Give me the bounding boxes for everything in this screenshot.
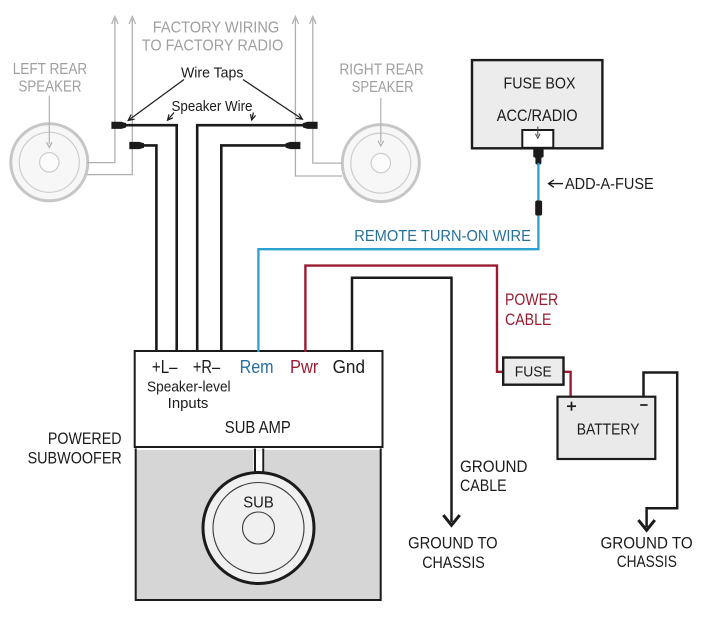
svg-text:ACC/RADIO: ACC/RADIO: [497, 107, 578, 125]
svg-text:Inputs: Inputs: [168, 396, 209, 412]
svg-text:+L–: +L–: [152, 357, 178, 377]
svg-text:GROUND TO: GROUND TO: [600, 535, 692, 553]
svg-text:ADD-A-FUSE: ADD-A-FUSE: [565, 176, 654, 193]
svg-text:CHASSIS: CHASSIS: [422, 554, 485, 572]
svg-text:Speaker Wire: Speaker Wire: [172, 98, 253, 115]
svg-text:POWER: POWER: [505, 290, 558, 309]
svg-text:FACTORY WIRING: FACTORY WIRING: [153, 20, 280, 37]
svg-text:TO FACTORY RADIO: TO FACTORY RADIO: [142, 38, 284, 55]
svg-text:FUSE: FUSE: [515, 365, 552, 381]
svg-text:CABLE: CABLE: [460, 476, 507, 495]
svg-text:Pwr: Pwr: [290, 357, 318, 377]
svg-text:REMOTE TURN-ON WIRE: REMOTE TURN-ON WIRE: [354, 228, 531, 245]
svg-text:Gnd: Gnd: [333, 357, 365, 377]
svg-text:SPEAKER: SPEAKER: [19, 78, 82, 95]
svg-text:SUBWOOFER: SUBWOOFER: [28, 450, 122, 468]
svg-text:LEFT REAR: LEFT REAR: [13, 61, 88, 78]
svg-text:GROUND TO: GROUND TO: [408, 535, 498, 553]
svg-text:Rem: Rem: [240, 357, 274, 377]
svg-text:Wire Taps: Wire Taps: [181, 65, 244, 82]
svg-text:RIGHT REAR: RIGHT REAR: [339, 62, 424, 79]
svg-text:GROUND: GROUND: [460, 457, 528, 476]
svg-text:CABLE: CABLE: [505, 310, 551, 329]
svg-text:SPEAKER: SPEAKER: [352, 79, 414, 96]
svg-text:CHASSIS: CHASSIS: [617, 553, 677, 571]
svg-text:SUB: SUB: [243, 495, 274, 512]
svg-text:Speaker-level: Speaker-level: [147, 380, 231, 396]
svg-text:BATTERY: BATTERY: [577, 421, 640, 438]
svg-text:FUSE BOX: FUSE BOX: [504, 76, 576, 93]
svg-text:+R–: +R–: [193, 357, 220, 377]
svg-text:SUB AMP: SUB AMP: [225, 417, 291, 437]
svg-text:POWERED: POWERED: [48, 430, 122, 448]
